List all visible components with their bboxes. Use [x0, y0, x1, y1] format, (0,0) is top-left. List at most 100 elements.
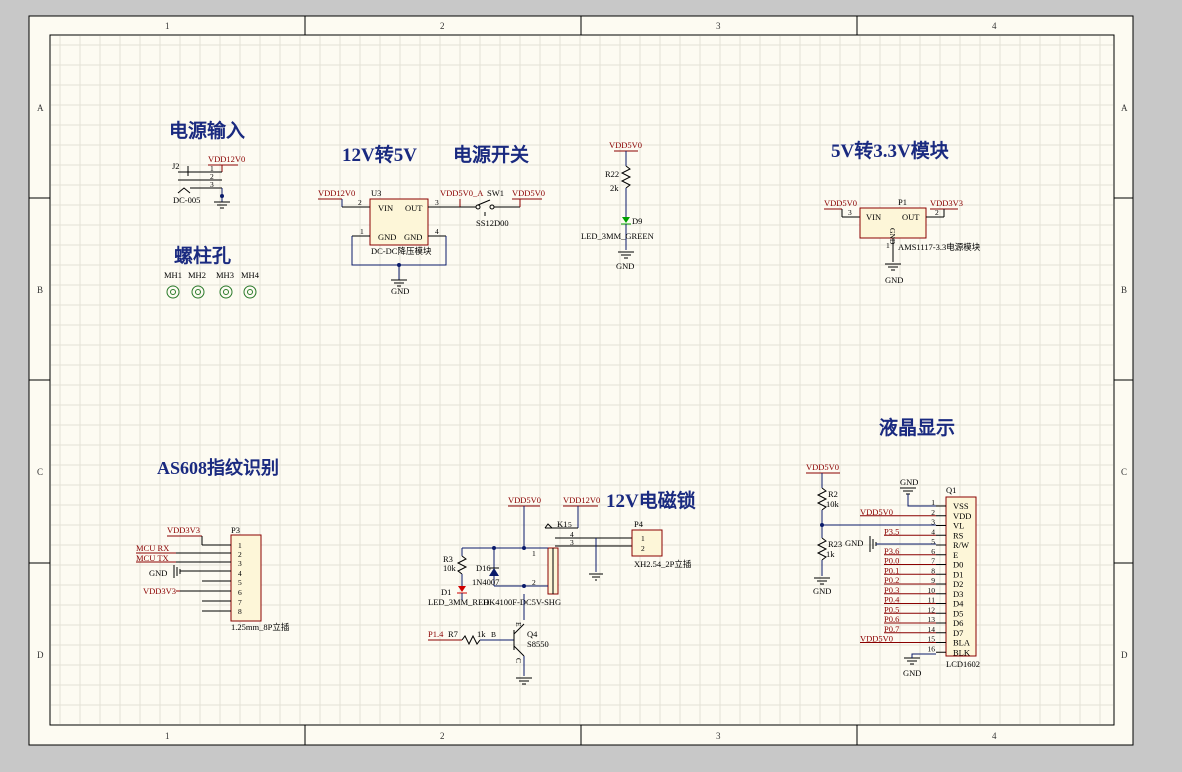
title-solenoid-lock: 12V电磁锁: [606, 489, 696, 512]
svg-text:5: 5: [238, 578, 242, 587]
col-label-top: 1: [165, 21, 170, 31]
switch-left-net: VDD5V0_A: [440, 188, 484, 198]
r22-value: 2k: [610, 183, 619, 193]
lcd-pin-number: 13: [928, 615, 936, 624]
q4-designator: Q4: [527, 629, 538, 639]
p3-comment: 1.25mm_8P立插: [231, 622, 290, 632]
lcd-pin-name: R/W: [953, 540, 969, 550]
svg-text:7: 7: [238, 598, 242, 607]
r22-designator: R22: [605, 169, 619, 179]
svg-text:GND: GND: [813, 586, 831, 596]
r2-designator: R2: [828, 489, 838, 499]
svg-text:8: 8: [238, 607, 242, 616]
svg-text:2: 2: [358, 198, 362, 207]
ldo-output-net: VDD3V3: [930, 198, 963, 208]
ldo-module-p1[interactable]: VDD5V0 3 P1 VIN OUT GND 2 VDD3V3 1 AMS11…: [824, 197, 981, 285]
fingerprint-connector-p3[interactable]: VDD3V3 P3 1 2 3 4 5 6 7 8 MCU RX MCU TX …: [136, 525, 290, 632]
lcd-pin-number: 2: [931, 508, 935, 517]
buck-converter-u3[interactable]: VDD12V0 2 U3 VIN OUT GND GND 3 1 4 DC-DC…: [318, 188, 460, 296]
svg-text:1: 1: [238, 541, 242, 550]
lcd-pin-number: 4: [931, 527, 935, 536]
svg-text:4: 4: [238, 569, 242, 578]
lcd-pin-name: RS: [953, 530, 964, 540]
title-fingerprint: AS608指纹识别: [157, 457, 279, 478]
svg-text:6: 6: [238, 588, 242, 597]
green-led-indicator[interactable]: VDD5V0 R22 2k D9 LED_3MM_GREEN GND: [581, 140, 654, 271]
svg-text:5: 5: [568, 520, 572, 529]
power-switch-sw1[interactable]: VDD5V0_A SW1 VDD5V0 SS12D00: [440, 188, 545, 228]
svg-text:1: 1: [641, 534, 645, 543]
svg-text:1: 1: [886, 241, 890, 250]
title-mount-holes: 螺柱孔: [174, 244, 231, 267]
lcd-net-label: P3.6: [884, 546, 899, 556]
lcd-pin-number: 6: [931, 547, 935, 556]
lcd-pin-name: D6: [953, 618, 963, 628]
title-power-switch: 电源开关: [453, 143, 529, 166]
k1-comment: HK4100F-DC5V-SHG: [483, 597, 561, 607]
d9-comment: LED_3MM_GREEN: [581, 231, 654, 241]
frame-labels: 1 2 3 4 1 2 3 4 A B C D A B C D: [37, 21, 1128, 741]
svg-text:1: 1: [210, 164, 214, 173]
p1-comment: AMS1117-3.3电源模块: [898, 242, 981, 252]
lcd-pin-name: VL: [953, 521, 964, 531]
svg-text:GND: GND: [404, 232, 422, 242]
buck-input-net: VDD12V0: [318, 188, 355, 198]
power-input-jack[interactable]: J2 VDD12V0 1 2 3 DC-005: [172, 154, 245, 209]
k1-designator: K1: [557, 519, 567, 529]
mount-holes: MH1 MH2 MH3 MH4: [164, 270, 260, 299]
vdd12v0-net-label: VDD12V0: [208, 154, 245, 164]
svg-text:E: E: [514, 622, 523, 627]
d1-designator: D1: [441, 587, 451, 597]
row-label-left: B: [37, 285, 43, 295]
lcd-net-label: VDD5V0: [860, 507, 893, 517]
lcd-pin-number: 8: [931, 566, 935, 575]
lcd-pin-number: 3: [931, 518, 935, 527]
d16-comment: 1N4007: [472, 577, 499, 587]
lcd-pin-number: 1: [931, 498, 935, 507]
row-label-right: A: [1121, 103, 1128, 113]
u3-comment: DC-DC降压模块: [371, 246, 432, 256]
svg-text:B: B: [491, 630, 496, 639]
p1-designator: P1: [898, 197, 907, 207]
j2-comment: DC-005: [173, 195, 200, 205]
solenoid-driver[interactable]: VDD5V0 VDD12V0 K1 5 4 3 1 2 HK4100F-DC5V…: [428, 495, 692, 685]
svg-text:VIN: VIN: [866, 212, 881, 222]
lcd-net-label: P0.3: [884, 585, 899, 595]
p4-designator: P4: [634, 519, 644, 529]
lcd-pin-name: E: [953, 550, 958, 560]
title-ldo-module: 5V转3.3V模块: [831, 139, 950, 162]
lcd-pin-number: 5: [931, 537, 935, 546]
j2-designator: J2: [172, 161, 180, 171]
lcd-pin-name: VDD: [953, 511, 971, 521]
col-label-bottom: 3: [716, 731, 721, 741]
col-label-bottom: 4: [992, 731, 997, 741]
row-label-right: C: [1121, 467, 1127, 477]
lcd-pin-name: D7: [953, 628, 963, 638]
q1-comment: LCD1602: [946, 659, 980, 669]
p4-comment: XH2.54_2P立插: [634, 559, 692, 569]
lcd-net-label: P0.2: [884, 575, 899, 585]
frame-dividers: [29, 16, 1133, 745]
ldo-input-net: VDD5V0: [824, 198, 857, 208]
lcd-pin-number: 12: [928, 605, 936, 614]
svg-text:2: 2: [935, 208, 939, 217]
svg-text:GND: GND: [885, 275, 903, 285]
svg-text:GND: GND: [888, 228, 897, 245]
d16-designator: D16: [476, 563, 491, 573]
row-label-right: B: [1121, 285, 1127, 295]
col-label-top: 2: [440, 21, 445, 31]
lcd-pin-number: 15: [928, 635, 936, 644]
r7-designator: R7: [448, 629, 458, 639]
fp-net-mcu-tx: MCU TX: [136, 553, 169, 563]
lcd-net-label: P0.7: [884, 624, 899, 634]
lcd-net-label: P0.5: [884, 604, 899, 614]
lcd-pin-number: 9: [931, 576, 935, 585]
svg-text:4: 4: [435, 227, 439, 236]
svg-text:GND: GND: [845, 538, 863, 548]
lcd-pin-number: 14: [928, 625, 936, 634]
p3-designator: P3: [231, 525, 240, 535]
lcd-net-label: P0.4: [884, 595, 900, 605]
